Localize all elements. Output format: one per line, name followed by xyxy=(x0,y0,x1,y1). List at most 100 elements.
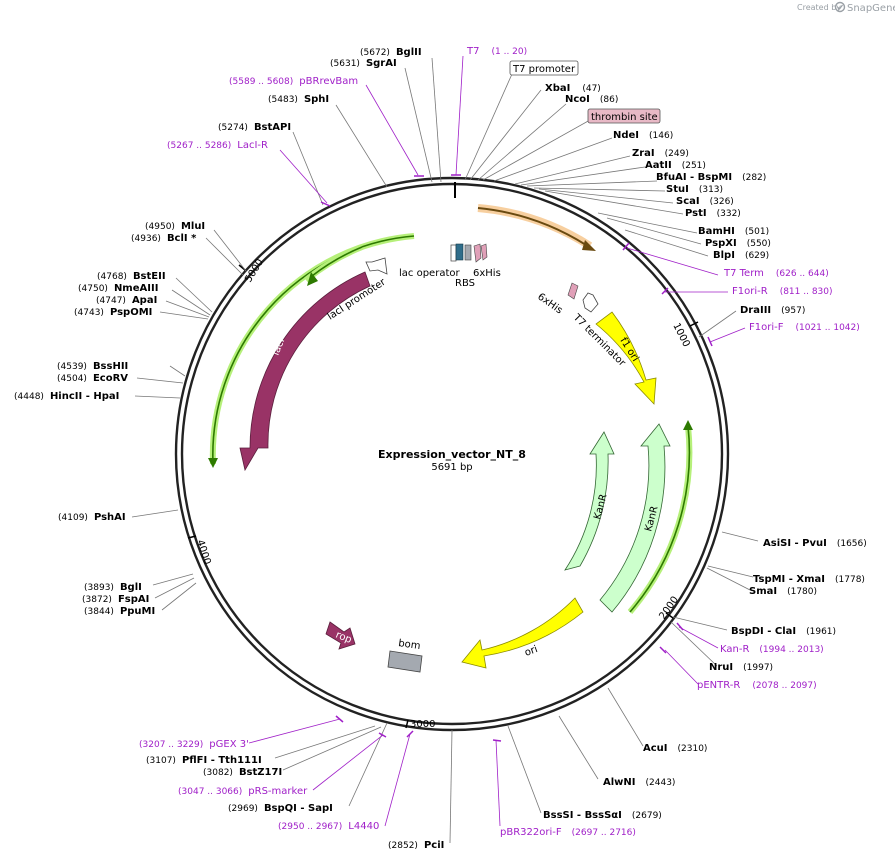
site-bglii: (5672)BglII xyxy=(360,47,422,58)
lac-operator-bar xyxy=(455,243,464,261)
site-pflfi-tth111i: (3107)PflFI - Tth111I xyxy=(146,755,262,766)
site-ndei: NdeI(146) xyxy=(613,130,673,141)
primer-l4440[interactable]: (2950 .. 2967)L4440 xyxy=(278,821,379,832)
site-bsteii: (4768)BstEII xyxy=(97,271,166,282)
created-by-text: Created by xyxy=(797,3,841,12)
rbs-box xyxy=(464,244,472,261)
primer-kan-r[interactable]: Kan-R(1994 .. 2013) xyxy=(720,644,824,655)
site-psp-omi: (4743)PspOMI xyxy=(74,307,152,318)
kanr-highlight-arrowhead xyxy=(683,420,693,430)
primer-t7[interactable]: T7(1 .. 20) xyxy=(466,46,527,57)
site-ecorv: (4504)EcoRV xyxy=(57,373,128,384)
laci-promoter-line xyxy=(311,246,363,277)
tick-label-3000: 3000 xyxy=(410,719,435,730)
tick-5000 xyxy=(238,264,246,271)
bom-label: bom xyxy=(398,638,422,652)
site-bgli: (3893)BglI xyxy=(84,582,142,593)
his-tag-inner-label: 6xHis xyxy=(535,291,564,316)
primer-f1ori-r[interactable]: F1ori-R(811 .. 830) xyxy=(732,286,833,297)
snapgene-logo-icon xyxy=(834,1,846,13)
leader-lines xyxy=(131,55,759,844)
rop-arrow xyxy=(325,621,356,650)
site-bsshii: (4539)BssHII xyxy=(57,361,128,372)
site-aatii: AatII(251) xyxy=(645,160,706,171)
thrombin-site-callout: thrombin site xyxy=(591,112,658,123)
site-bstapi: (5274)BstAPI xyxy=(218,122,291,133)
site-alwni: AlwNI(2443) xyxy=(603,777,675,788)
his-tag-top-icon xyxy=(473,243,482,263)
primer-f1ori-f[interactable]: F1ori-F(1021 .. 1042) xyxy=(749,322,860,333)
primer-t7-term[interactable]: T7 Term(626 .. 644) xyxy=(723,268,829,279)
site-bstz17i: (3082)BstZ17I xyxy=(203,767,282,778)
t7-region-arrowhead xyxy=(582,240,596,251)
kanr-arrow-2 xyxy=(599,423,671,613)
primer-pgex3[interactable]: (3207 .. 3229)pGEX 3' xyxy=(139,739,249,750)
plasmid-name: Expression_vector_NT_8 xyxy=(378,448,526,461)
laci-highlight-line xyxy=(212,235,415,465)
site-smai: SmaI(1780) xyxy=(749,586,817,597)
site-scai: ScaI(326) xyxy=(676,196,734,207)
tick-3000 xyxy=(405,719,409,729)
site-sphi: (5483)SphI xyxy=(268,94,329,105)
primer-pbrrevbam[interactable]: (5589 .. 5608)pBRrevBam xyxy=(229,76,358,87)
site-ppumi: (3844)PpuMI xyxy=(84,606,155,617)
site-pshai: (4109)PshAI xyxy=(58,512,126,523)
f1-ori-arrow xyxy=(595,311,657,405)
site-nrui: NruI(1997) xyxy=(709,662,773,673)
kanr-highlight-line xyxy=(629,425,691,613)
site-asisi-pvui: AsiSI - PvuI(1656) xyxy=(763,538,867,549)
site-draiii: DraIII(957) xyxy=(740,305,805,316)
site-hincii-hpai: (4448)HincII - HpaI xyxy=(14,391,119,402)
bom-box xyxy=(387,650,423,673)
t7-promoter-callout-box xyxy=(509,60,579,76)
ori-arrow xyxy=(461,597,584,669)
laci-promoter-arrow xyxy=(365,257,388,275)
laci-highlight-arrowhead xyxy=(208,458,218,468)
t7-terminator-arrow xyxy=(582,292,599,313)
site-apai: (4747)ApaI xyxy=(96,295,157,306)
backbone-inner xyxy=(180,182,724,726)
t7-promoter-callout: T7 promoter xyxy=(512,64,576,75)
site-sgrai: (5631)SgrAI xyxy=(330,58,397,69)
lac-operator-label: lac operator xyxy=(399,268,460,279)
site-nmeaiii: (4750)NmeAIII xyxy=(78,283,158,294)
his-tag-top-label: 6xHis xyxy=(473,268,501,279)
site-stui: StuI(313) xyxy=(666,184,723,195)
lac-operator-box xyxy=(450,244,457,262)
site-ncoi: NcoI(86) xyxy=(565,94,618,105)
site-mlui: (4950)MluI xyxy=(145,221,205,232)
plasmid-length: 5691 bp xyxy=(431,462,472,473)
site-pspxi: PspXI(550) xyxy=(705,238,771,249)
site-bcli: (4936)BclI * xyxy=(131,233,197,244)
site-zrai: ZraI(249) xyxy=(632,148,689,159)
site-bfuai-bspmi: BfuAI - BspMI(282) xyxy=(656,172,766,183)
site-blpi: BlpI(629) xyxy=(713,250,769,261)
site-bspdi-clai: BspDI - ClaI(1961) xyxy=(731,626,836,637)
primer-pbr322ori-f[interactable]: pBR322ori-F(2697 .. 2716) xyxy=(500,827,636,838)
site-tspmi-xmai: TspMI - XmaI(1778) xyxy=(753,574,865,585)
site-xbai: XbaI(47) xyxy=(545,83,601,94)
site-acui: AcuI(2310) xyxy=(643,743,707,754)
tick-4000 xyxy=(187,535,197,539)
laci-promoter-arrowhead xyxy=(307,272,318,286)
tick-1000 xyxy=(689,321,699,327)
site-fspai: (3872)FspAI xyxy=(82,594,149,605)
site-bsssi: BssSI - BssSαI(2679) xyxy=(543,810,662,821)
site-bamhi: BamHI(501) xyxy=(698,226,769,237)
primer-prs-marker[interactable]: (3047 .. 3066)pRS-marker xyxy=(178,786,308,797)
kanr-arrow-1 xyxy=(564,431,615,571)
primer-laci-r[interactable]: (5267 .. 5286)LacI-R xyxy=(167,140,268,151)
tick-2000 xyxy=(665,612,674,619)
primer-pentr-r[interactable]: pENTR-R(2078 .. 2097) xyxy=(697,680,817,691)
his-tag-inner-icon xyxy=(567,282,579,300)
laci-arrow xyxy=(239,271,371,472)
snapgene-brand-text: SnapGene xyxy=(847,3,895,14)
t7-region-arc xyxy=(477,207,587,246)
thrombin-site-callout-box xyxy=(587,108,661,124)
site-bspqi-sapi: (2969)BspQI - SapI xyxy=(228,803,333,814)
site-psti: PstI(332) xyxy=(685,208,741,219)
ori-label: ori xyxy=(523,644,539,659)
tick-label-2000: 2000 xyxy=(657,595,681,622)
site-pcii: (2852)PciI xyxy=(388,840,444,851)
